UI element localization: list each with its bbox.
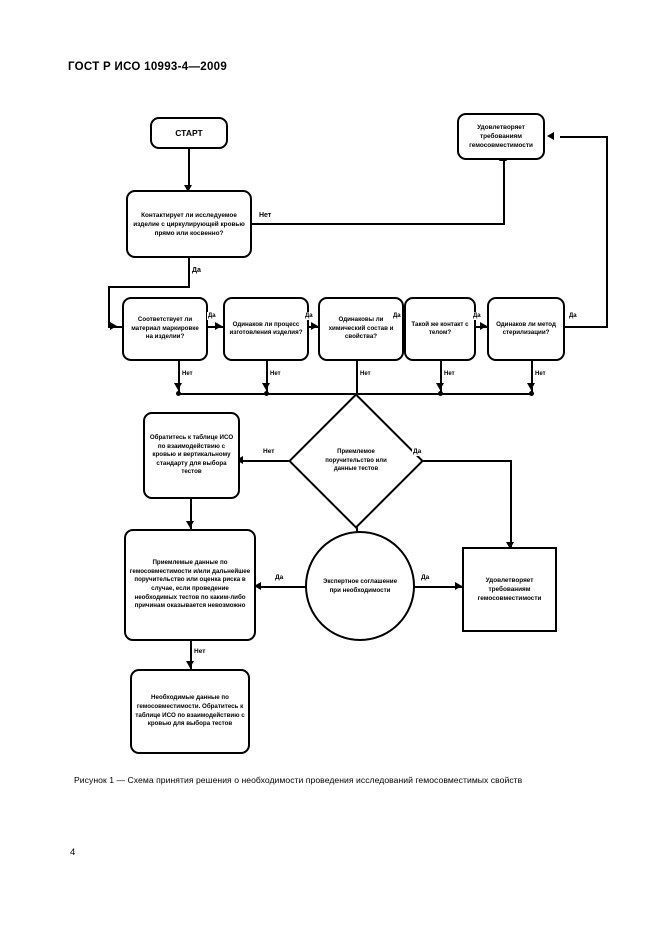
node-start: СТАРТ [150, 117, 228, 149]
arrowhead-contact-yes [110, 322, 117, 330]
node-iso-table-label: Обратитесь к таблице ИСО по взаимодейств… [149, 434, 234, 476]
node-start-label: СТАРТ [175, 128, 203, 138]
edge-label-contact-no: Нет [258, 212, 273, 220]
node-acceptable-data: Приемлемые данные по гемосовместимости и… [124, 529, 256, 641]
edge-label-acceptable-no: Нет [193, 648, 207, 656]
node-ok-top: Удовлетворяет требованиям гемосовместимо… [457, 113, 545, 160]
arrowhead-iso-to-acceptable [186, 521, 194, 528]
node-decision-body-contact: Такой же контакт с телом? [404, 297, 476, 361]
node-ok-right: Удовлетворяет требованиям гемосовместимо… [462, 547, 557, 632]
node-decision-process: Одинаков ли процесс изготовления изделия… [223, 297, 309, 361]
junction-dot-process [264, 391, 269, 396]
node-expert-agreement: Экспертное соглашение при необходимости [305, 531, 415, 641]
figure-caption: Рисунок 1 — Схема принятия решения о нео… [74, 775, 523, 785]
node-decision-material-label: Соответствует ли материал маркировке на … [131, 316, 199, 341]
edge-label-body-no: Нет [443, 370, 456, 378]
edge-material-no [178, 361, 180, 393]
node-ok-right-label: Удовлетворяет требованиям гемосовместимо… [477, 577, 542, 602]
node-decision-material: Соответствует ли материал маркировке на … [122, 297, 208, 361]
edge-label-evidence-yes: Да [412, 448, 423, 456]
page-number: 4 [70, 847, 76, 858]
node-decision-body-contact-label: Такой же контакт с телом? [411, 320, 469, 337]
arrowhead-material-yes [215, 322, 222, 330]
arrowhead-start-to-contact [184, 185, 192, 192]
edge-label-material-yes: Да [207, 312, 217, 320]
arrowhead-expert-right-yes [455, 582, 462, 590]
junction-dot-body [438, 391, 443, 396]
arrowhead-expert-left-yes [254, 582, 261, 590]
edge-acceptable-no [190, 641, 192, 669]
edge-steril-no [531, 361, 533, 393]
node-required-data-label: Необходимые данные по гемосовместимости.… [135, 693, 245, 728]
node-decision-sterilization: Одинаков ли метод стерилизации? [487, 297, 565, 361]
edge-label-process-no: Нет [269, 370, 282, 378]
arrowhead-evidence-yes [506, 542, 514, 549]
edge-expert-right-yes [414, 586, 462, 588]
edge-evidence-no [240, 460, 310, 462]
arrowhead-acceptable-no [186, 661, 194, 668]
arrowhead-material-no [174, 383, 182, 390]
edge-label-steril-no: Нет [534, 370, 547, 378]
node-decision-sterilization-label: Одинаков ли метод стерилизации? [496, 320, 556, 337]
edge-label-expert-right-yes: Да [420, 574, 431, 582]
edge-label-steril-yes: Да [568, 312, 578, 320]
edge-evidence-yes-v [510, 460, 512, 547]
node-iso-table: Обратитесь к таблице ИСО по взаимодейств… [143, 412, 240, 499]
arrowhead-process-no [262, 383, 270, 390]
junction-dot-material [176, 391, 181, 396]
edge-start-to-contact [188, 149, 190, 189]
edge-body-no [440, 361, 442, 393]
node-decision-evidence-label: Приемлемое поручительство или данные тес… [325, 449, 387, 473]
arrowhead-body-no [436, 383, 444, 390]
node-expert-agreement-label: Экспертное соглашение при необходимости [322, 578, 398, 594]
node-acceptable-data-label: Приемлемые данные по гемосовместимости и… [129, 559, 251, 610]
edge-contact-yes-h [108, 286, 190, 288]
node-required-data: Необходимые данные по гемосовместимости.… [130, 669, 250, 754]
edge-label-evidence-no: Нет [262, 448, 276, 456]
node-ok-top-label: Удовлетворяет требованиям гемосовместимо… [469, 124, 533, 149]
junction-dot-steril [529, 391, 534, 396]
arrowhead-process-yes [311, 322, 318, 330]
edge-steril-yes-h-top [560, 136, 608, 138]
node-decision-contact-label: Контактирует ли исследуемое изделие с ци… [133, 211, 245, 237]
edge-label-chemical-yes: Да [392, 312, 402, 320]
edge-evidence-yes-h [402, 460, 512, 462]
document-header: ГОСТ Р ИСО 10993-4—2009 [68, 61, 228, 73]
edge-process-no [266, 361, 268, 393]
edge-label-chemical-no: Нет [359, 370, 372, 378]
edge-contact-no-v [503, 160, 505, 225]
edge-chemical-no [356, 361, 358, 393]
arrowhead-body-yes [480, 322, 487, 330]
edge-iso-to-acceptable [190, 499, 192, 529]
edge-steril-yes-h-bottom [565, 326, 608, 328]
node-decision-contact: Контактирует ли исследуемое изделие с ци… [126, 190, 252, 258]
edge-label-process-yes: Да [304, 312, 314, 320]
edge-label-body-yes: Да [472, 312, 482, 320]
node-decision-chemical-label: Одинаковы ли химический состав и свойств… [328, 316, 394, 341]
edge-label-contact-yes: Да [191, 267, 202, 275]
edge-contact-yes-down [108, 286, 110, 327]
node-decision-process-label: Одинаков ли процесс изготовления изделия… [229, 320, 303, 337]
edge-contact-no-h [252, 223, 505, 225]
edge-contact-yes-v [188, 258, 190, 288]
flowchart: СТАРТ Контактирует ли исследуемое издели… [108, 113, 608, 754]
arrowhead-steril-no [527, 383, 535, 390]
node-decision-chemical: Одинаковы ли химический состав и свойств… [318, 297, 404, 361]
edge-steril-yes-v [606, 136, 608, 326]
edge-label-material-no: Нет [181, 370, 194, 378]
node-decision-evidence: Приемлемое поручительство или данные тес… [288, 393, 424, 529]
arrowhead-steril-yes-into-ok-top [547, 132, 554, 140]
edge-expert-left-yes [258, 586, 306, 588]
edge-label-expert-left-yes: Да [274, 574, 285, 582]
